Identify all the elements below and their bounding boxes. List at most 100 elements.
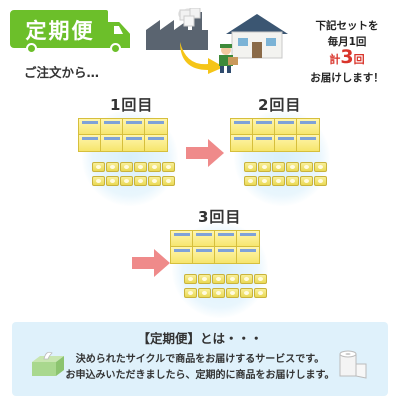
arrow-right-icon xyxy=(132,249,170,277)
info-title: 【定期便】とは・・・ xyxy=(137,331,263,346)
order-note: ご注文から… xyxy=(24,65,100,80)
toilet-paper-roll xyxy=(240,288,253,298)
toilet-paper-roll xyxy=(198,288,211,298)
toilet-paper-roll xyxy=(240,274,253,284)
tissue-box xyxy=(192,246,216,264)
toilet-paper-roll xyxy=(258,162,271,172)
toilet-paper-roll xyxy=(198,274,211,284)
tissue-box-band xyxy=(196,249,212,252)
truck-wheel xyxy=(26,43,37,54)
factory-icon xyxy=(146,8,208,50)
toilet-paper-roll xyxy=(258,176,271,186)
tissue-box xyxy=(78,134,102,152)
tissue-box xyxy=(144,134,168,152)
house-icon xyxy=(226,14,288,59)
toilet-paper-roll xyxy=(300,176,313,186)
product-set-1 xyxy=(78,118,184,202)
toilet-paper-roll xyxy=(106,162,119,172)
truck-body xyxy=(10,10,108,48)
toilet-paper-roll xyxy=(314,176,327,186)
tissue-box-band xyxy=(104,137,120,140)
toilet-paper-roll xyxy=(92,176,105,186)
tissue-box-band xyxy=(218,233,234,236)
tissue-box xyxy=(230,134,254,152)
toilet-paper-roll xyxy=(162,162,175,172)
bubble-total-suffix: 回 xyxy=(353,53,365,66)
badge-label: 定期便 xyxy=(25,19,95,43)
toilet-paper-roll xyxy=(272,162,285,172)
delivery-label-3: 3回目 xyxy=(198,208,242,226)
toilet-paper-roll xyxy=(148,176,161,186)
toilet-paper-roll xyxy=(286,176,299,186)
tissue-box-band xyxy=(240,249,256,252)
tissue-box-band xyxy=(126,137,142,140)
toilet-paper-roll xyxy=(286,162,299,172)
truck-window xyxy=(114,26,123,34)
info-line-1: 決められたサイクルで商品をお届けするサービスです。 xyxy=(75,354,325,365)
delivery-label-2: 2回目 xyxy=(258,96,302,114)
product-set-3 xyxy=(170,230,276,314)
tissue-box-band xyxy=(82,121,98,124)
tissue-box-band xyxy=(174,249,190,252)
tissue-box-band xyxy=(234,121,250,124)
toilet-paper-roll xyxy=(134,176,147,186)
tissue-box-band xyxy=(256,137,272,140)
bubble-line-2: 毎月1回 xyxy=(327,36,367,48)
toilet-paper-roll xyxy=(254,274,267,284)
toilet-paper-icon xyxy=(339,350,367,379)
bubble-total-prefix: 計 xyxy=(329,53,341,66)
toilet-paper-roll xyxy=(254,288,267,298)
toilet-paper-roll xyxy=(314,162,327,172)
arrow-right-icon xyxy=(186,139,224,167)
toilet-paper-roll xyxy=(244,176,257,186)
bubble-line-4: お届けします！ xyxy=(310,72,384,84)
delivery-person-icon xyxy=(219,44,238,73)
tissue-box-band xyxy=(218,249,234,252)
tissue-box-band xyxy=(104,121,120,124)
tissue-box xyxy=(100,134,124,152)
tissue-box-band xyxy=(148,137,164,140)
tissue-box xyxy=(236,246,260,264)
toilet-paper-roll xyxy=(244,162,257,172)
toilet-paper-roll xyxy=(162,176,175,186)
tissue-box-band xyxy=(278,121,294,124)
info-line-2: お申込みいただきましたら、定期的に商品をお届けします。 xyxy=(65,370,335,381)
tissue-box-band xyxy=(148,121,164,124)
tissue-box xyxy=(122,134,146,152)
product-set-2 xyxy=(230,118,336,202)
tissue-box xyxy=(144,118,168,136)
toilet-paper-roll xyxy=(184,274,197,284)
tissue-box-band xyxy=(300,121,316,124)
toilet-paper-roll xyxy=(272,176,285,186)
delivery-label-1: 1回目 xyxy=(110,96,154,114)
toilet-paper-roll xyxy=(212,274,225,284)
tissue-box-band xyxy=(234,137,250,140)
toilet-paper-roll xyxy=(106,176,119,186)
tissue-box-band xyxy=(82,137,98,140)
truck-wheel xyxy=(110,43,121,54)
tissue-box-band xyxy=(126,121,142,124)
tissue-box-band xyxy=(256,121,272,124)
toilet-paper-roll xyxy=(134,162,147,172)
tissue-box-icon xyxy=(32,351,64,376)
tissue-box-band xyxy=(174,233,190,236)
delivery-info-bubble: 下記セットを 毎月1回 計3回 お届けします！ xyxy=(300,6,394,100)
toilet-paper-roll xyxy=(120,176,133,186)
toilet-paper-roll xyxy=(226,288,239,298)
tissue-box-band xyxy=(278,137,294,140)
toilet-paper-roll xyxy=(212,288,225,298)
toilet-paper-roll xyxy=(120,162,133,172)
subscription-truck-badge: 定期便 xyxy=(10,10,132,54)
bubble-line-3: 計3回 xyxy=(300,46,394,68)
curved-arrow-icon xyxy=(180,42,224,74)
tissue-box-band xyxy=(300,137,316,140)
subscription-info-panel: 【定期便】とは・・・ 決められたサイクルで商品をお届けするサービスです。 お申込… xyxy=(12,322,388,396)
tissue-box xyxy=(170,246,194,264)
tissue-box-band xyxy=(196,233,212,236)
toilet-paper-roll xyxy=(148,162,161,172)
toilet-paper-roll xyxy=(300,162,313,172)
tissue-box xyxy=(296,134,320,152)
tissue-box xyxy=(214,246,238,264)
tissue-box-band xyxy=(240,233,256,236)
toilet-paper-roll xyxy=(226,274,239,284)
